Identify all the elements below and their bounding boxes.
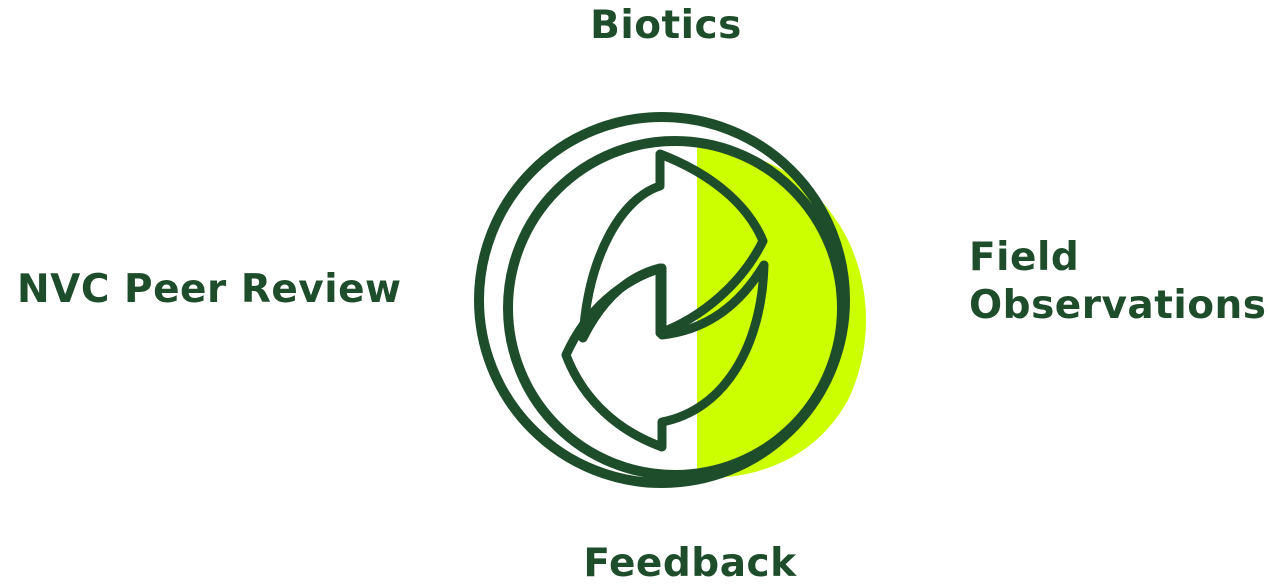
label-biotics: Biotics [590,3,742,48]
label-field-observations-line2: Observations [969,283,1267,328]
label-field-observations: Field Observations [969,234,1267,330]
recycle-cycle-icon [474,112,866,488]
label-feedback: Feedback [583,541,797,586]
label-nvc-peer-review: NVC Peer Review [17,267,402,312]
lower-arrow [561,260,769,452]
inner-ring [503,136,847,480]
label-field-observations-line1: Field [969,235,1080,280]
